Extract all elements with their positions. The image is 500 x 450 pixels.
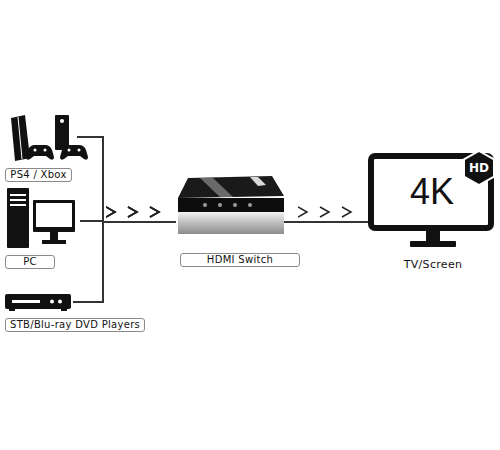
signal-connector xyxy=(77,137,176,222)
switch-label: HDMI Switch xyxy=(180,253,300,267)
pc-tower-icon xyxy=(7,188,29,248)
drive-bay xyxy=(10,194,26,196)
device-node: PC xyxy=(5,185,80,251)
switch-logo xyxy=(250,177,266,186)
hd-badge: HD xyxy=(462,150,496,186)
monitor-screen xyxy=(36,203,72,227)
switch-button xyxy=(248,203,252,207)
device-label: STB/Blu-ray DVD Players xyxy=(5,318,145,332)
disc-slot xyxy=(12,300,40,303)
signal-connector xyxy=(80,221,176,222)
switch-node: HDMI Switch xyxy=(176,175,284,237)
switch-button xyxy=(218,203,222,207)
box-foot xyxy=(9,309,15,311)
switch-button xyxy=(233,203,237,207)
console-groove xyxy=(18,117,22,159)
monitor-base xyxy=(42,240,66,244)
tv-neck xyxy=(426,231,440,241)
controller-icon xyxy=(26,145,54,160)
badge-text: HD xyxy=(462,150,496,186)
tv-base xyxy=(410,241,456,247)
display-label: TV/Screen xyxy=(390,258,476,271)
signal-connector xyxy=(284,221,368,223)
drive-bay xyxy=(10,204,26,206)
monitor-stand xyxy=(50,232,58,240)
controller-icon xyxy=(60,145,88,160)
switch-reflection xyxy=(200,178,233,197)
display-node: 4KTV/ScreenHD xyxy=(368,150,495,250)
box-foot xyxy=(61,309,67,311)
signal-connector xyxy=(73,222,176,302)
console-button xyxy=(60,119,64,123)
switch-top xyxy=(178,176,284,198)
switch-button xyxy=(203,203,207,207)
box-button xyxy=(58,300,62,304)
switch-base xyxy=(178,212,284,234)
device-node: PS4 / Xbox xyxy=(5,112,77,162)
drive-bay xyxy=(10,199,26,201)
device-node: STB/Blu-ray DVD Players xyxy=(3,288,73,313)
device-label: PC xyxy=(5,255,55,269)
set-top-box-icon xyxy=(5,294,71,309)
console-icon xyxy=(55,115,69,150)
monitor-icon xyxy=(33,200,75,232)
switch-front xyxy=(178,198,284,212)
device-label: PS4 / Xbox xyxy=(5,168,72,182)
box-button xyxy=(50,300,54,304)
